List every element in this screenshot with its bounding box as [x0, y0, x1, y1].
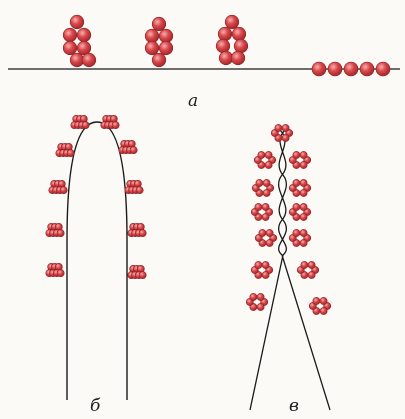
bead-flower-bead: [282, 124, 289, 131]
bead-stage2: [145, 29, 159, 43]
bead-flower-bead: [257, 293, 264, 300]
bead-flower-bead: [293, 179, 300, 186]
bead-flower-bead: [320, 307, 327, 314]
bead-cluster-bead: [130, 146, 137, 153]
bead-row: [312, 62, 326, 76]
bead-row: [344, 62, 358, 76]
bead-flower-bead: [300, 151, 307, 158]
bead-flower-bead: [265, 151, 272, 158]
bead-flower-bead: [320, 297, 327, 304]
bead-stage2: [152, 17, 166, 31]
bead-flower-bead: [300, 189, 307, 196]
bead-stage3: [225, 15, 239, 29]
bead-flower-bead: [293, 229, 300, 236]
bead-cluster-bead: [112, 121, 119, 128]
bead-flower-bead: [255, 203, 262, 210]
bead-flower-bead: [300, 203, 307, 210]
bead-flower-bead: [275, 124, 282, 131]
bead-flower-bead: [300, 213, 307, 220]
bead-flower-bead: [300, 161, 307, 168]
bead-flower-bead: [262, 271, 269, 278]
bead-flower-bead: [262, 203, 269, 210]
bead-flower-bead: [308, 271, 315, 278]
bead-stage1: [77, 28, 91, 42]
bead-cluster-bead: [60, 186, 67, 193]
bead-flower-bead: [282, 134, 289, 141]
bead-cluster-bead: [139, 229, 146, 236]
bead-row: [360, 62, 374, 76]
bead-flower-bead: [293, 203, 300, 210]
bead-flower-bead: [258, 151, 265, 158]
bead-flower-bead: [265, 161, 272, 168]
bead-flower-bead: [300, 229, 307, 236]
bead-flower-bead: [293, 151, 300, 158]
bead-stage3: [231, 51, 245, 65]
bead-flower-bead: [313, 297, 320, 304]
bead-stage2: [152, 53, 166, 67]
panel-b-arch-wire: [67, 122, 127, 400]
bead-flower-bead: [255, 261, 262, 268]
bead-stage3: [218, 27, 232, 41]
bead-stage1: [77, 41, 91, 55]
bead-cluster-bead: [67, 149, 74, 156]
bead-flower-bead: [266, 239, 273, 246]
bead-flower-bead: [257, 303, 264, 310]
bead-stage2: [159, 29, 173, 43]
bead-stage1: [63, 28, 77, 42]
bead-stage1: [63, 41, 77, 55]
bead-row: [376, 62, 390, 76]
panel-a-label: а: [188, 91, 198, 111]
bead-stage2: [145, 41, 159, 55]
bead-stage3: [232, 27, 246, 41]
bead-row: [328, 62, 342, 76]
bead-flower-bead: [256, 179, 263, 186]
bead-cluster-bead: [139, 271, 146, 278]
panel-v-label: в: [289, 396, 299, 416]
bead-stage2: [159, 41, 173, 55]
bead-flower-bead: [259, 229, 266, 236]
bead-stage3: [216, 39, 230, 53]
bead-stage3: [219, 51, 233, 65]
bead-flower-bead: [250, 293, 257, 300]
bead-flower-bead: [266, 229, 273, 236]
bead-flower-bead: [308, 261, 315, 268]
bead-stage1: [70, 15, 84, 29]
bead-cluster-bead: [57, 269, 64, 276]
bead-flower-bead: [262, 261, 269, 268]
bead-cluster-bead: [57, 229, 64, 236]
bead-stage3: [234, 39, 248, 53]
beads-layer: [46, 15, 390, 314]
bead-flower-bead: [263, 189, 270, 196]
bead-flower-bead: [262, 213, 269, 220]
bead-stage1: [82, 53, 96, 67]
bead-flower-bead: [300, 179, 307, 186]
panel-b-label: б: [90, 396, 101, 416]
bead-flower-bead: [263, 179, 270, 186]
bead-cluster-bead: [82, 121, 89, 128]
bead-flower-bead: [301, 261, 308, 268]
bead-flower-bead: [300, 239, 307, 246]
bead-cluster-bead: [136, 186, 143, 193]
bead-stage1: [70, 53, 84, 67]
